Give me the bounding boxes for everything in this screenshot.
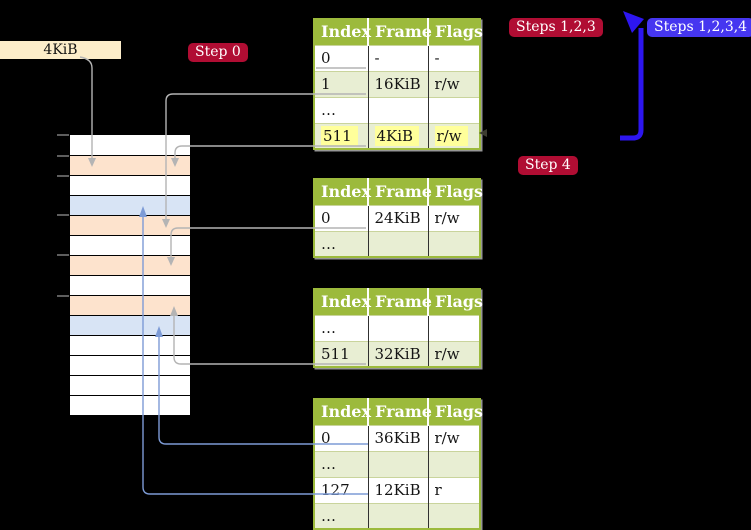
column-header-index: Index	[314, 399, 371, 425]
memory-frame-row	[70, 195, 190, 215]
cell-index: 1	[314, 70, 368, 97]
page-table-3: Index Frame Flags … 511 32KiB r/w	[313, 288, 483, 368]
column-header-frame: Frame	[367, 19, 432, 45]
cell-flags: -	[427, 44, 480, 71]
cell-flags	[427, 96, 480, 123]
memory-frame-row	[70, 175, 190, 195]
frame-size-label: 4KiB	[0, 41, 121, 59]
column-header-index: Index	[314, 19, 371, 45]
column-header-flags: Flags	[427, 19, 483, 45]
table-row: …	[314, 230, 480, 257]
cell-flags: r/w	[427, 340, 480, 367]
cell-frame	[367, 502, 428, 529]
cell-frame	[367, 96, 428, 123]
cell-flags: r/w	[427, 122, 480, 149]
memory-frame-row	[70, 395, 190, 415]
cell-frame: 16KiB	[367, 70, 428, 97]
cell-flags	[427, 450, 480, 477]
steps-1-2-3-label: Steps 1,2,3	[509, 18, 603, 37]
page-table-4: Index Frame Flags 0 36KiB r/w … 127 12Ki…	[313, 398, 483, 530]
column-header-frame: Frame	[367, 289, 432, 315]
cell-frame: 32KiB	[367, 340, 428, 367]
cell-frame: -	[367, 44, 428, 71]
column-header-frame: Frame	[367, 399, 432, 425]
cell-frame: 12KiB	[367, 476, 428, 503]
arrowhead-up-left-icon	[623, 11, 644, 33]
memory-tick-marks	[57, 134, 69, 297]
highlight: 511	[321, 125, 358, 146]
table-row: 0 24KiB r/w	[314, 204, 480, 231]
memory-frame-row	[70, 235, 190, 255]
column-header-index: Index	[314, 289, 371, 315]
memory-frame-row	[70, 355, 190, 375]
cell-index: 0	[314, 424, 368, 451]
table-row-highlighted: 511 4KiB r/w	[314, 122, 480, 149]
table-header-row: Index Frame Flags	[314, 289, 483, 315]
cell-flags	[427, 314, 480, 341]
memory-column	[70, 135, 190, 415]
steps-1-2-3-4-label: Steps 1,2,3,4	[647, 18, 751, 37]
page-table-2: Index Frame Flags 0 24KiB r/w …	[313, 178, 483, 258]
table-header-row: Index Frame Flags	[314, 179, 483, 205]
cell-index: 0	[314, 204, 368, 231]
table-row: 511 32KiB r/w	[314, 340, 480, 367]
cell-index: …	[314, 502, 368, 529]
cell-index: 127	[314, 476, 368, 503]
cell-flags	[427, 502, 480, 529]
memory-frame-row	[70, 335, 190, 355]
cell-index: …	[314, 450, 368, 477]
cell-index: …	[314, 314, 368, 341]
memory-frame-row	[70, 275, 190, 295]
cell-flags: r/w	[427, 424, 480, 451]
cell-index: …	[314, 96, 368, 123]
cell-flags: r	[427, 476, 480, 503]
step-4-label: Step 4	[518, 156, 578, 175]
highlight: 4KiB	[374, 125, 420, 146]
column-header-frame: Frame	[367, 179, 432, 205]
table-row: …	[314, 96, 480, 123]
page-table-1: Index Frame Flags 0 - - 1 16KiB r/w … 51…	[313, 18, 483, 150]
memory-frame-row	[70, 295, 190, 315]
cell-flags: r/w	[427, 70, 480, 97]
table-row: …	[314, 502, 480, 529]
table-row: 0 - -	[314, 44, 480, 71]
cell-index: 511	[314, 122, 368, 149]
column-header-flags: Flags	[427, 399, 483, 425]
memory-frame-row	[70, 255, 190, 275]
table-row: 1 16KiB r/w	[314, 70, 480, 97]
step-0-label: Step 0	[188, 43, 248, 62]
cell-frame	[367, 450, 428, 477]
cell-frame: 4KiB	[367, 122, 428, 149]
highlight: r/w	[434, 125, 468, 146]
table-header-row: Index Frame Flags	[314, 399, 483, 425]
cell-flags: r/w	[427, 204, 480, 231]
table-header-row: Index Frame Flags	[314, 19, 483, 45]
memory-frame-row	[70, 155, 190, 175]
cell-frame	[367, 314, 428, 341]
memory-frame-row	[70, 375, 190, 395]
column-header-flags: Flags	[427, 289, 483, 315]
memory-frame-row	[70, 135, 190, 155]
column-header-flags: Flags	[427, 179, 483, 205]
cell-index: 0	[314, 44, 368, 71]
column-header-index: Index	[314, 179, 371, 205]
cell-frame: 36KiB	[367, 424, 428, 451]
table-row: 127 12KiB r	[314, 476, 480, 503]
cell-index: …	[314, 230, 368, 257]
cell-frame: 24KiB	[367, 204, 428, 231]
cell-flags	[427, 230, 480, 257]
memory-frame-row	[70, 315, 190, 335]
steps-loop-arrow-shaft	[620, 28, 644, 141]
memory-frame-row	[70, 215, 190, 235]
cell-frame	[367, 230, 428, 257]
table-row: …	[314, 314, 480, 341]
table-row: 0 36KiB r/w	[314, 424, 480, 451]
table-row: …	[314, 450, 480, 477]
steps-loop-arrow	[620, 11, 644, 141]
cell-index: 511	[314, 340, 368, 367]
